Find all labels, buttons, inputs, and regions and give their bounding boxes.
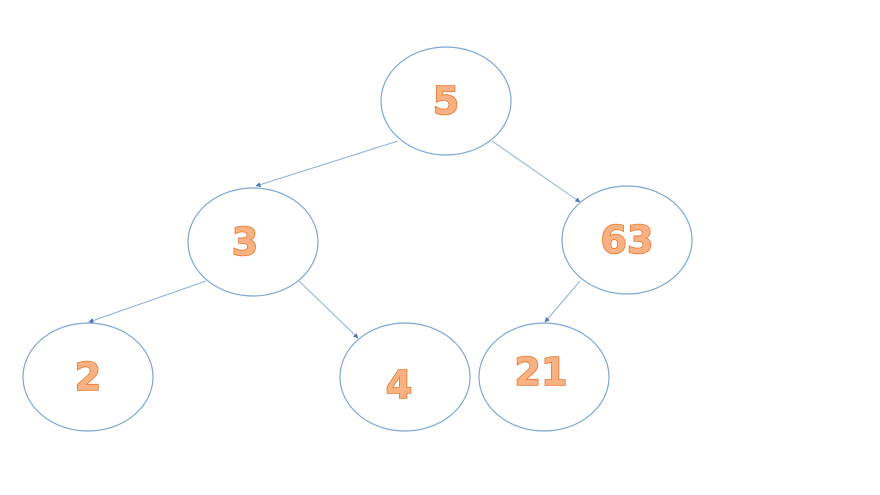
node-right-label: 63 [601, 218, 654, 262]
tree-node-right-left: 21 [478, 322, 610, 432]
edge-right-rightleft [544, 280, 581, 323]
tree-node-right: 63 [561, 185, 693, 295]
edge-root-left [255, 140, 399, 188]
node-root-label: 5 [433, 79, 459, 123]
node-right-left-ellipse [478, 322, 610, 432]
node-root-ellipse [380, 46, 512, 156]
node-right-left-label: 21 [515, 350, 568, 394]
node-left-right-ellipse [339, 322, 471, 432]
tree-edges [88, 140, 581, 339]
node-right-ellipse [561, 185, 693, 295]
tree-node-left-left: 2 [22, 322, 154, 432]
node-left-left-label: 2 [75, 355, 101, 399]
tree-node-left: 3 [187, 187, 319, 297]
edge-left-leftright [298, 280, 359, 339]
node-left-label: 3 [232, 220, 258, 264]
node-left-right-label: 4 [386, 363, 412, 407]
edge-left-leftleft [88, 280, 207, 323]
node-left-ellipse [187, 187, 319, 297]
edge-root-right [491, 140, 581, 203]
tree-node-root: 5 [380, 46, 512, 156]
tree-node-left-right: 4 [339, 322, 471, 432]
node-left-left-ellipse [22, 322, 154, 432]
